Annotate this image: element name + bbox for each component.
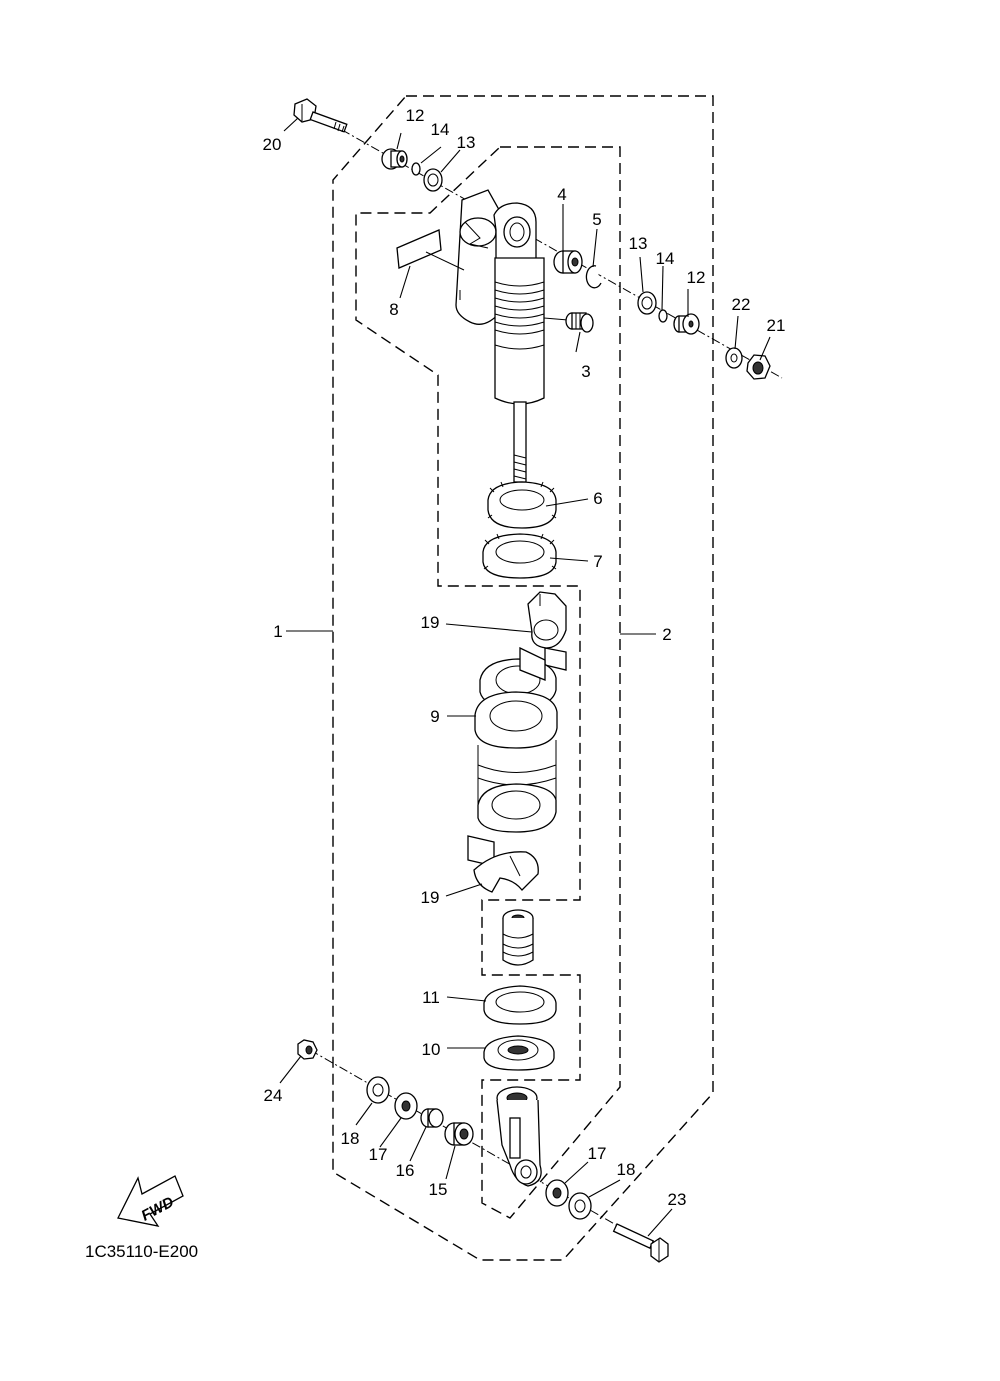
label-10: 10 — [422, 1040, 441, 1059]
label-11: 11 — [422, 988, 440, 1007]
bottom-seat-11 — [483, 985, 557, 1025]
label-22: 22 — [732, 295, 751, 314]
spring-guide-bottom — [467, 835, 539, 893]
label-15: 15 — [429, 1180, 448, 1199]
label-23: 23 — [668, 1190, 687, 1209]
assembly-2-boundary — [355, 146, 621, 1219]
assembly-1-boundary — [332, 95, 714, 1261]
circlip — [585, 265, 602, 289]
lower-clevis — [496, 1086, 542, 1187]
upper-collar-right — [673, 313, 700, 335]
upper-o-ring-left — [411, 162, 421, 176]
bump-stopper — [502, 909, 534, 966]
label-24: 24 — [264, 1086, 283, 1105]
label-14-top: 14 — [431, 120, 450, 139]
rear-shock-absorber-body — [455, 189, 545, 483]
label-6: 6 — [593, 489, 602, 508]
part-number-labels: 1 2 3 4 5 6 7 8 9 10 11 12 12 14 14 13 1… — [263, 106, 786, 1209]
lower-bolt-axis — [309, 1049, 661, 1251]
label-17-left: 17 — [369, 1145, 388, 1164]
label-19-bottom: 19 — [421, 888, 440, 907]
label-18-right: 18 — [617, 1160, 636, 1179]
lower-collar-left — [366, 1076, 390, 1104]
label-21: 21 — [767, 316, 786, 335]
lower-mount-bolt — [612, 1223, 669, 1263]
label-13-top: 13 — [457, 133, 476, 152]
upper-o-ring-right — [658, 309, 668, 323]
upper-oil-seal-right — [637, 291, 657, 315]
upper-collar-left — [381, 148, 408, 170]
lower-thrust-cover-right — [545, 1179, 569, 1207]
lower-thrust-cover-left — [394, 1092, 418, 1120]
label-4: 4 — [557, 185, 566, 204]
lower-collar-right — [568, 1192, 592, 1220]
forward-direction-arrow: FWD — [117, 1175, 184, 1227]
label-1: 1 — [273, 622, 282, 641]
label-9: 9 — [430, 707, 439, 726]
damper-adjuster-bolt — [543, 312, 594, 333]
needle-bearing — [444, 1122, 474, 1146]
label-19-top: 19 — [421, 613, 440, 632]
leader-lines — [279, 117, 771, 1237]
spring-adjuster-ring-nut — [487, 481, 557, 529]
upper-mount-bolt — [293, 98, 348, 133]
lower-spacer — [420, 1108, 444, 1128]
label-2: 2 — [662, 625, 671, 644]
upper-bushing — [553, 250, 583, 274]
spring-lock-ring-nut — [482, 533, 557, 579]
upper-nut — [746, 354, 771, 380]
label-12-right: 12 — [687, 268, 706, 287]
coil-spring — [474, 646, 558, 833]
label-20: 20 — [263, 135, 282, 154]
label-13-right: 13 — [629, 234, 648, 253]
label-5: 5 — [592, 210, 601, 229]
upper-oil-seal-left — [423, 168, 443, 192]
warning-label — [396, 229, 465, 271]
lower-nut — [297, 1039, 318, 1060]
label-17-right: 17 — [588, 1144, 607, 1163]
label-3: 3 — [581, 362, 590, 381]
label-18-left: 18 — [341, 1129, 360, 1148]
label-7: 7 — [593, 552, 602, 571]
bottom-seat-10 — [483, 1035, 555, 1071]
diagram-code: 1C35110-E200 — [85, 1242, 198, 1261]
upper-washer — [725, 347, 743, 369]
label-14-right: 14 — [656, 249, 675, 268]
label-16: 16 — [396, 1161, 415, 1180]
label-12-top: 12 — [406, 106, 425, 125]
label-8: 8 — [389, 300, 398, 319]
